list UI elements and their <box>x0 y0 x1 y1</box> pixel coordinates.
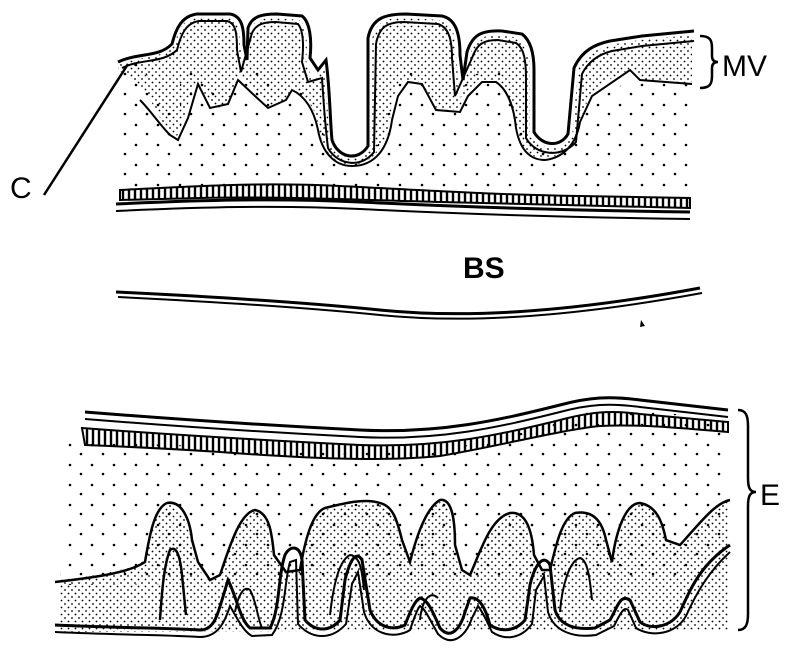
label-c: C <box>10 172 32 205</box>
label-e: E <box>760 479 780 512</box>
lower-tissue <box>55 398 730 640</box>
upper-tissue <box>116 14 694 219</box>
label-bs: BS <box>463 252 505 285</box>
sinus-speck <box>640 320 645 327</box>
label-mv: MV <box>722 50 767 83</box>
c-pointer-line <box>44 64 128 195</box>
e-bracket <box>738 410 756 630</box>
mv-bracket <box>700 36 718 88</box>
upper-basal-line-2 <box>116 207 690 219</box>
